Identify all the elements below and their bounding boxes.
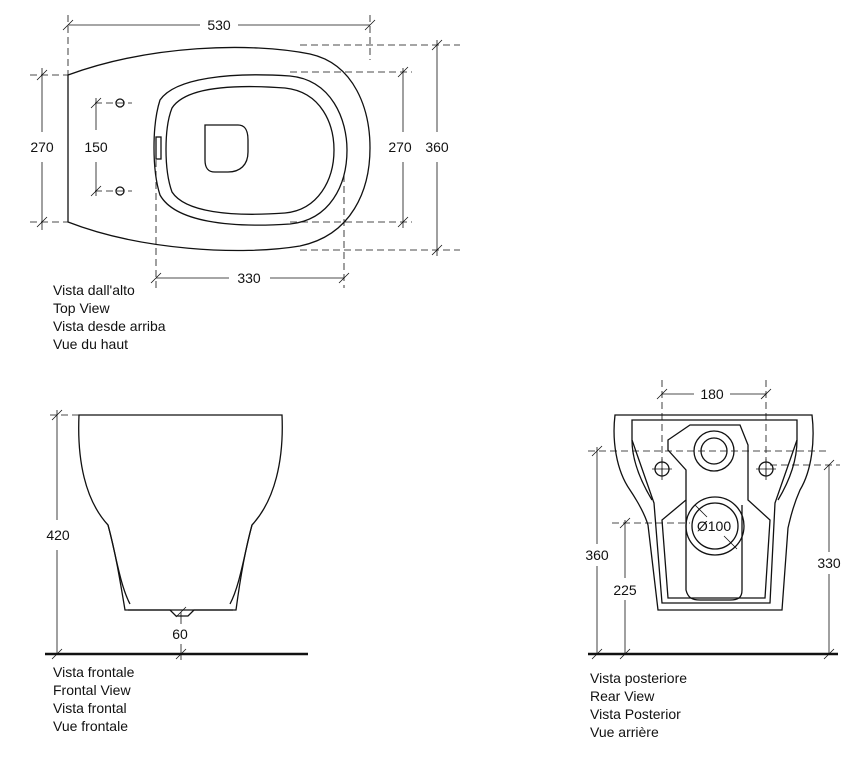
- dim-bolt-spacing: 180: [700, 386, 724, 402]
- dim-width-total: 360: [425, 139, 449, 155]
- caption-line: Vue frontale: [53, 718, 128, 734]
- dim-base: 60: [172, 626, 188, 642]
- rear-view-outlet-outer: [685, 496, 745, 556]
- front-view: 420 60: [45, 409, 308, 660]
- dim-outlet-height: 225: [613, 582, 637, 598]
- dim-outlet: Ø100: [697, 518, 731, 534]
- caption-line: Vista Posterior: [590, 706, 681, 722]
- top-view-seat-rim: [153, 74, 348, 226]
- front-view-caption: Vista frontale Frontal View Vista fronta…: [53, 663, 134, 735]
- caption-line: Rear View: [590, 688, 655, 704]
- top-view-outline: [67, 46, 371, 252]
- dim-hole-spacing: 150: [84, 139, 108, 155]
- caption-line: Vue arrière: [590, 724, 659, 740]
- dim-length: 530: [207, 17, 231, 33]
- rear-view-back-face: [631, 419, 798, 604]
- rear-view-outlet-inner: [691, 502, 739, 550]
- dim-bolt-height: 360: [585, 547, 609, 563]
- dim-top-height: 330: [817, 555, 841, 571]
- caption-line: Vista frontale: [53, 664, 135, 680]
- caption-line: Frontal View: [53, 682, 131, 698]
- caption-line: Vista dall'alto: [53, 282, 135, 298]
- dim-height: 420: [46, 527, 70, 543]
- dim-seat-depth: 330: [237, 270, 261, 286]
- rear-view-inner-panel: [661, 424, 771, 599]
- dim-width-inner: 270: [388, 139, 412, 155]
- dim-width-left: 270: [30, 139, 54, 155]
- caption-line: Vista desde arriba: [53, 318, 166, 334]
- top-view-water-area: [204, 124, 249, 173]
- caption-line: Vue du haut: [53, 336, 128, 352]
- top-view-bowl-opening: [165, 85, 335, 215]
- caption-line: Vista frontal: [53, 700, 127, 716]
- top-view-hinge-slot: [155, 136, 162, 160]
- rear-view: Ø100 180 360 225: [585, 380, 841, 660]
- caption-line: Vista posteriore: [590, 670, 688, 686]
- front-view-inner-contour: [107, 524, 131, 605]
- front-view-outline: [78, 414, 283, 611]
- rear-view-caption: Vista posteriore Rear View Vista Posteri…: [590, 669, 687, 741]
- front-view-base: [128, 609, 233, 617]
- top-view-caption: Vista dall'alto Top View Vista desde arr…: [53, 281, 166, 353]
- caption-line: Top View: [53, 300, 110, 316]
- top-view: 530 270 150 270 360: [30, 15, 460, 288]
- rear-view-outline: [613, 414, 814, 611]
